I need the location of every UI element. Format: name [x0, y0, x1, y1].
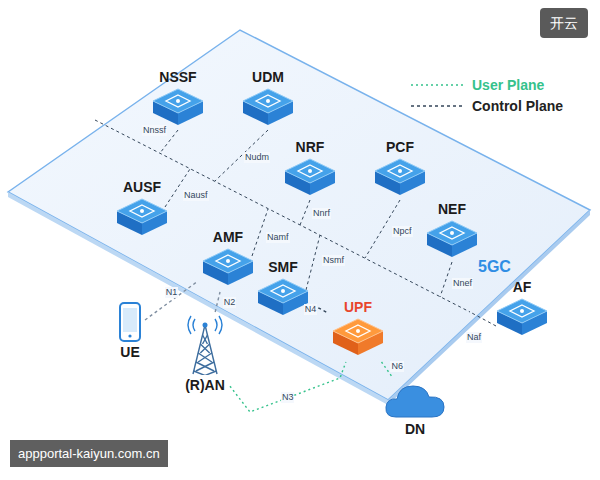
cube-icon: [151, 87, 205, 129]
watermark-text: appportal-kaiyun.com.cn: [10, 440, 168, 467]
node-label: NRF: [294, 139, 327, 155]
interface-stub: [300, 200, 310, 225]
cube-icon: [201, 247, 255, 289]
service-bus: [95, 120, 496, 326]
network-function: SMF: [256, 259, 310, 319]
platform-edge: [8, 192, 388, 405]
cube-icon: [495, 297, 549, 339]
interface-label: N1: [165, 287, 179, 298]
interface-label: N2: [223, 297, 237, 308]
node-label: UPF: [342, 299, 374, 315]
radio-access-node: (R)AN: [183, 315, 227, 393]
interface-label: N6: [390, 361, 404, 372]
network-function: NSSF: [151, 69, 205, 129]
interface-label: N4: [304, 304, 318, 315]
node-label: PCF: [384, 139, 416, 155]
interface-label: Nnssf: [142, 125, 167, 136]
legend-row: User Plane: [410, 74, 563, 95]
cube-icon: [241, 87, 295, 129]
network-function: NEF: [425, 201, 479, 261]
network-function: NRF: [283, 139, 337, 199]
tower-icon: [183, 315, 227, 375]
node-label: UDM: [250, 69, 286, 85]
application-function: AF: [495, 279, 549, 339]
interface-label: Npcf: [392, 226, 413, 237]
interface-label: Naf: [466, 332, 482, 343]
interface-connector: [145, 281, 198, 320]
platform-edge: [388, 210, 590, 405]
bus-line: [95, 120, 470, 312]
interface-connector: [215, 292, 220, 312]
interface-label: Nudm: [244, 152, 270, 163]
network-function: PCF: [373, 139, 427, 199]
cube-icon: [283, 157, 337, 199]
network-function: UDM: [241, 69, 295, 129]
legend-text: User Plane: [472, 77, 544, 93]
interface-stub: [165, 169, 190, 207]
interface-label: Nsmf: [322, 255, 345, 266]
node-label: SMF: [266, 259, 300, 275]
legend-line-sample: [410, 80, 466, 90]
interface-connector: [230, 362, 346, 412]
interface-label: Nnrf: [312, 208, 331, 219]
network-function: AMF: [201, 229, 255, 289]
interface-label: Nausf: [183, 190, 209, 201]
legend: User PlaneControl Plane: [410, 74, 563, 116]
node-label: AMF: [211, 229, 245, 245]
interface-label: N3: [281, 392, 295, 403]
cube-icon: [256, 277, 310, 319]
node-label: NEF: [436, 201, 468, 217]
legend-line-sample: [410, 101, 466, 111]
core-platform: [8, 30, 590, 400]
legend-text: Control Plane: [472, 98, 563, 114]
phone-icon: [118, 302, 142, 342]
watermark-badge: 开云: [540, 8, 588, 38]
user-plane-function: UPF: [331, 299, 385, 359]
node-label: AF: [511, 279, 534, 295]
node-label: NSSF: [157, 69, 198, 85]
user-equipment: UE: [118, 302, 142, 360]
cube-icon: [425, 219, 479, 261]
region-label: 5GC: [478, 258, 511, 276]
cloud-icon: [384, 381, 446, 419]
upf-cube-icon: [331, 317, 385, 359]
interface-stub: [470, 312, 496, 326]
node-label: AUSF: [121, 179, 163, 195]
interface-label: Namf: [266, 232, 290, 243]
legend-row: Control Plane: [410, 95, 563, 116]
interface-stub: [306, 235, 320, 290]
node-label: (R)AN: [183, 377, 227, 393]
network-function: AUSF: [115, 179, 169, 239]
node-label: DN: [403, 421, 427, 437]
cube-icon: [115, 197, 169, 239]
interface-stub: [440, 262, 452, 297]
node-label: UE: [118, 344, 141, 360]
data-network: DN: [384, 381, 446, 437]
cube-icon: [373, 157, 427, 199]
interface-label: Nnef: [452, 278, 473, 289]
